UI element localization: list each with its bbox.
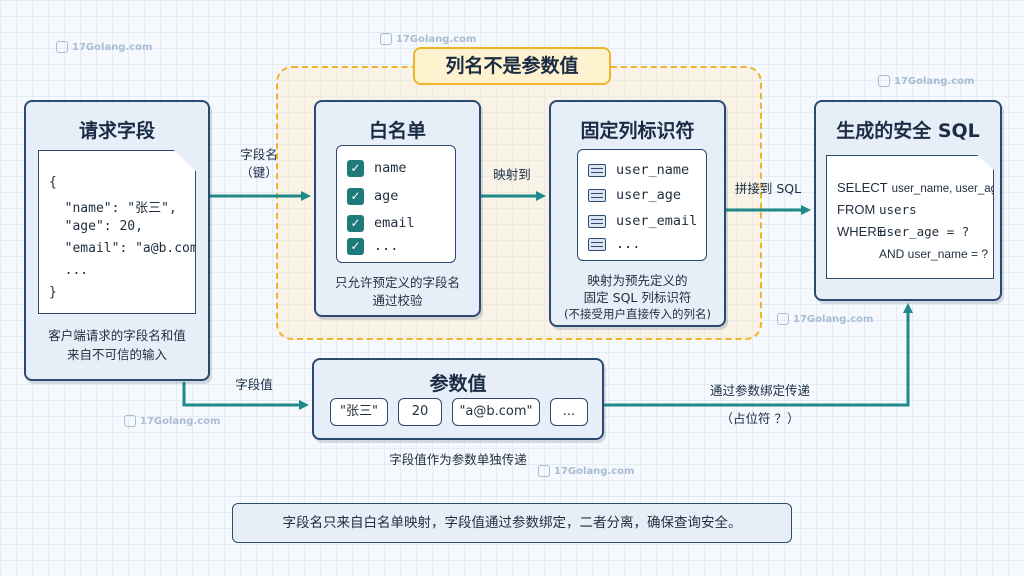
sql-line: AND user_name = ? — [879, 246, 988, 261]
arrow-params-to-sql — [604, 303, 913, 407]
identifiers-caption-1: 映射为预先定义的 — [587, 273, 688, 288]
params-caption: 字段值作为参数单独传递 — [389, 452, 527, 467]
json-line: "email": "a@b.com", — [49, 241, 214, 256]
edge-label-placeholder: （占位符 ？） — [720, 411, 800, 426]
whitelist-caption-2: 通过校验 — [372, 293, 423, 308]
logo-icon — [777, 313, 789, 325]
param-chip: "张三" — [330, 398, 388, 426]
sql-title: 生成的安全 SQL — [836, 120, 980, 142]
check-icon: ✓ — [347, 159, 364, 177]
whitelist-item-label: email — [374, 215, 415, 231]
parameters-card: 参数值 "张三" 20 "a@b.com" ... — [312, 358, 604, 440]
request-title: 请求字段 — [78, 120, 155, 142]
check-icon: ✓ — [347, 187, 364, 205]
request-caption-1: 客户端请求的字段名和值 — [48, 328, 186, 343]
sql-line: SELECT user_name, user_age — [837, 180, 1004, 195]
json-line: "name": "张三", — [49, 201, 177, 216]
watermark: 17Golang.com — [56, 41, 152, 53]
watermark: 17Golang.com — [380, 33, 476, 45]
column-icon — [588, 188, 606, 202]
params-title: 参数值 — [429, 373, 487, 395]
identifiers-caption-3: (不接受用户直接传入的列名) — [564, 307, 711, 321]
whitelist-list: ✓ name ✓ age ✓ email ✓... — [336, 145, 456, 263]
list-item: ... — [588, 234, 640, 254]
edge-label-map-to: 映射到 — [493, 167, 531, 182]
sql-line: WHEREuser_age = ? — [837, 224, 969, 239]
identifiers-list: user_name user_age user_email ... — [577, 149, 707, 261]
identifiers-card: 固定列标识符 user_name user_age user_email ...… — [549, 100, 726, 327]
sql-text: user_age = ? — [879, 224, 970, 239]
watermark: 17Golang.com — [777, 313, 873, 325]
logo-icon — [538, 465, 550, 477]
whitelist-title: 白名单 — [368, 120, 426, 142]
watermark-text: 17Golang.com — [894, 75, 975, 87]
sql-keyword: WHERE — [837, 224, 886, 239]
param-chip: 20 — [398, 398, 442, 426]
watermark-text: 17Golang.com — [396, 33, 477, 45]
edge-label-key: （键） — [240, 165, 278, 180]
watermark: 17Golang.com — [538, 465, 634, 477]
column-icon — [588, 214, 606, 228]
edge-label-field-value: 字段值 — [235, 377, 273, 392]
check-icon: ✓ — [347, 214, 364, 232]
safe-sql-card: 生成的安全 SQL SELECT user_name, user_age FRO… — [814, 100, 1002, 301]
list-item: user_age — [588, 185, 681, 205]
json-line: ... — [49, 263, 89, 278]
watermark-text: 17Golang.com — [793, 313, 874, 325]
json-line: { — [49, 175, 57, 190]
edge-label-field-name: 字段名 — [240, 147, 278, 162]
check-icon: ✓ — [347, 237, 364, 255]
list-item: user_name — [588, 160, 689, 180]
request-fields-card: 请求字段 { "name": "张三", "age": 20, "email":… — [24, 100, 210, 381]
json-line: "age": 20, — [49, 219, 143, 234]
param-chip: ... — [550, 398, 588, 426]
watermark: 17Golang.com — [124, 415, 220, 427]
list-item: ✓ name — [347, 158, 407, 178]
list-item: ✓ age — [347, 186, 398, 206]
logo-icon — [380, 33, 392, 45]
watermark-text: 17Golang.com — [554, 465, 635, 477]
sql-keyword: SELECT — [837, 180, 888, 195]
region-label: 列名不是参数值 — [413, 47, 611, 85]
identifier-label: user_age — [616, 187, 682, 203]
column-icon — [588, 237, 606, 251]
list-item: ✓ email — [347, 213, 415, 233]
whitelist-item-label: ... — [374, 238, 399, 254]
sql-text: users — [879, 202, 917, 217]
logo-icon — [56, 41, 68, 53]
logo-icon — [878, 75, 890, 87]
sql-text: AND user_name = ? — [879, 247, 989, 261]
list-item: user_email — [588, 211, 697, 231]
edge-label-param-binding: 通过参数绑定传递 — [709, 383, 810, 398]
list-item: ✓... — [347, 236, 398, 256]
summary-footer: 字段名只来自白名单映射，字段值通过参数绑定，二者分离，确保查询安全。 — [232, 503, 792, 543]
request-caption-2: 来自不可信的输入 — [66, 347, 167, 362]
edge-label-concat-sql: 拼接到 SQL — [734, 181, 802, 196]
logo-icon — [124, 415, 136, 427]
column-icon — [588, 163, 606, 177]
identifiers-title: 固定列标识符 — [580, 120, 695, 142]
whitelist-card: 白名单 ✓ name ✓ age ✓ email ✓... 只允许预定义的字段名 通过… — [314, 100, 481, 317]
whitelist-caption-1: 只允许预定义的字段名 — [334, 275, 460, 290]
sql-keyword: FROM — [837, 202, 876, 217]
identifiers-caption-2: 固定 SQL 列标识符 — [583, 290, 692, 305]
json-line: } — [49, 285, 57, 300]
identifier-label: ... — [616, 236, 641, 252]
arrow-request-to-params — [182, 382, 309, 410]
request-json-doc: { "name": "张三", "age": 20, "email": "a@b… — [38, 150, 196, 314]
identifier-label: user_email — [616, 213, 698, 229]
identifier-label: user_name — [616, 162, 690, 178]
watermark-text: 17Golang.com — [140, 415, 221, 427]
whitelist-item-label: age — [374, 188, 399, 204]
watermark: 17Golang.com — [878, 75, 974, 87]
whitelist-item-label: name — [374, 160, 407, 176]
watermark-text: 17Golang.com — [72, 41, 153, 53]
sql-text: user_name, user_age — [891, 183, 1004, 195]
param-chip: "a@b.com" — [452, 398, 540, 426]
